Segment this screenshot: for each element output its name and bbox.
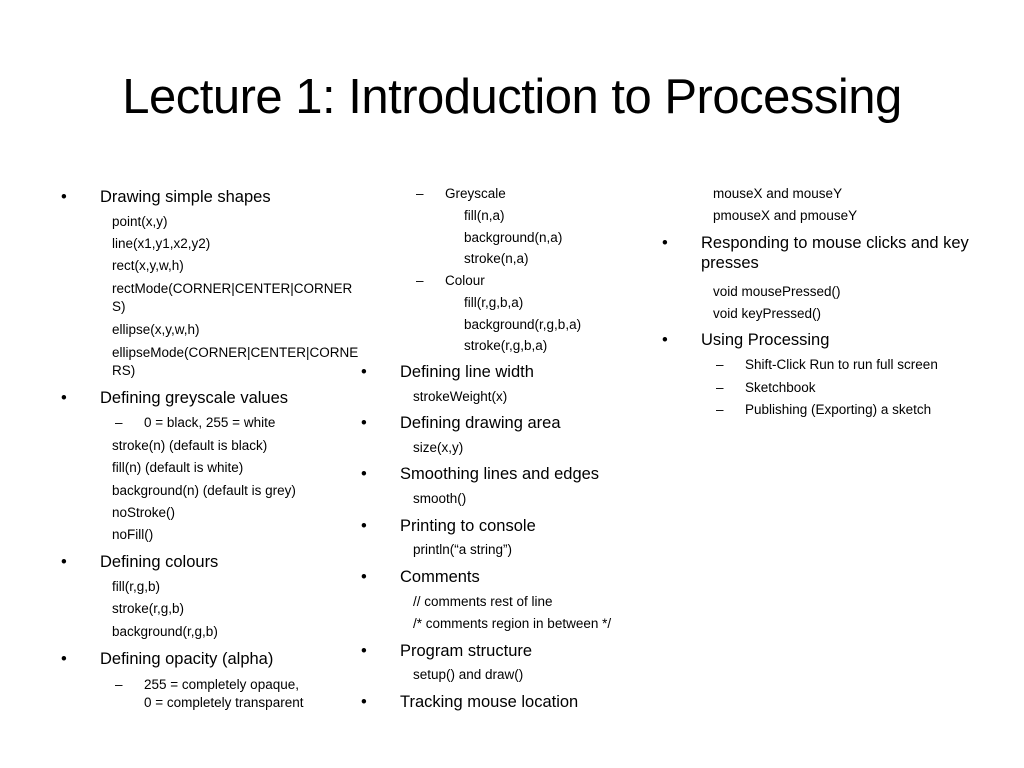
sub-opacity-note-2: 0 = completely transparent: [144, 695, 304, 710]
code-fill-n: fill(n) (default is white): [112, 460, 244, 475]
code-setup-draw: setup() and draw(): [413, 667, 524, 682]
bullet-greyscale-values: Defining greyscale values: [61, 388, 288, 408]
code-fill-rgba: fill(r,g,b,a): [464, 295, 524, 310]
code-nofill: noFill(): [112, 527, 154, 542]
sub-publishing: Publishing (Exporting) a sketch: [716, 401, 931, 419]
bullet-printing: Printing to console: [361, 516, 536, 536]
bullet-line-width: Defining line width: [361, 362, 534, 382]
sub-opacity-note-1: 255 = completely opaque,: [115, 676, 299, 694]
code-strokeweight: strokeWeight(x): [413, 389, 508, 404]
sub-black-white: 0 = black, 255 = white: [115, 414, 275, 432]
sub-shift-click: Shift-Click Run to run full screen: [716, 356, 938, 374]
bullet-program-structure: Program structure: [361, 641, 532, 661]
code-rect: rect(x,y,w,h): [112, 258, 184, 273]
code-mousepressed: void mousePressed(): [713, 284, 841, 299]
code-ellipsemode: ellipseMode(CORNER|CENTER|CORNERS): [112, 345, 359, 378]
code-nostroke: noStroke(): [112, 505, 176, 520]
sub-sketchbook: Sketchbook: [716, 379, 815, 397]
bullet-drawing-simple-shapes: Drawing simple shapes: [61, 187, 270, 207]
code-pmousexy: pmouseX and pmouseY: [713, 208, 858, 223]
code-mousexy: mouseX and mouseY: [713, 186, 843, 201]
code-stroke-rgba: stroke(r,g,b,a): [464, 338, 548, 353]
code-smooth: smooth(): [413, 491, 467, 506]
code-ellipse: ellipse(x,y,w,h): [112, 322, 200, 337]
code-line: line(x1,y1,x2,y2): [112, 236, 211, 251]
bullet-mouse-clicks: Responding to mouse clicks and key press…: [662, 233, 976, 273]
code-fill-rgb: fill(r,g,b): [112, 579, 161, 594]
bullet-opacity: Defining opacity (alpha): [61, 649, 273, 669]
code-point: point(x,y): [112, 214, 168, 229]
code-comment-line: // comments rest of line: [413, 594, 553, 609]
code-stroke-rgb: stroke(r,g,b): [112, 601, 185, 616]
bullet-drawing-area: Defining drawing area: [361, 413, 560, 433]
bullet-smoothing: Smoothing lines and edges: [361, 464, 599, 484]
code-comment-region: /* comments region in between */: [413, 616, 612, 631]
code-rectmode: rectMode(CORNER|CENTER|CORNERS): [112, 281, 353, 314]
code-stroke-na: stroke(n,a): [464, 251, 529, 266]
code-background-n: background(n) (default is grey): [112, 483, 296, 498]
code-size: size(x,y): [413, 440, 464, 455]
bullet-colours: Defining colours: [61, 552, 218, 572]
sub-colour: Colour: [416, 272, 485, 290]
code-keypressed: void keyPressed(): [713, 306, 822, 321]
bullet-tracking-mouse: Tracking mouse location: [361, 692, 578, 712]
slide-title: Lecture 1: Introduction to Processing: [122, 70, 902, 124]
code-background-rgb: background(r,g,b): [112, 624, 218, 639]
code-fill-na: fill(n,a): [464, 208, 505, 223]
bullet-using-processing: Using Processing: [662, 330, 830, 350]
code-background-rgba: background(r,g,b,a): [464, 317, 582, 332]
bullet-comments: Comments: [361, 567, 480, 587]
code-println: println(“a string”): [413, 542, 513, 557]
code-stroke-n: stroke(n) (default is black): [112, 438, 268, 453]
sub-greyscale: Greyscale: [416, 185, 506, 203]
code-background-na: background(n,a): [464, 230, 563, 245]
